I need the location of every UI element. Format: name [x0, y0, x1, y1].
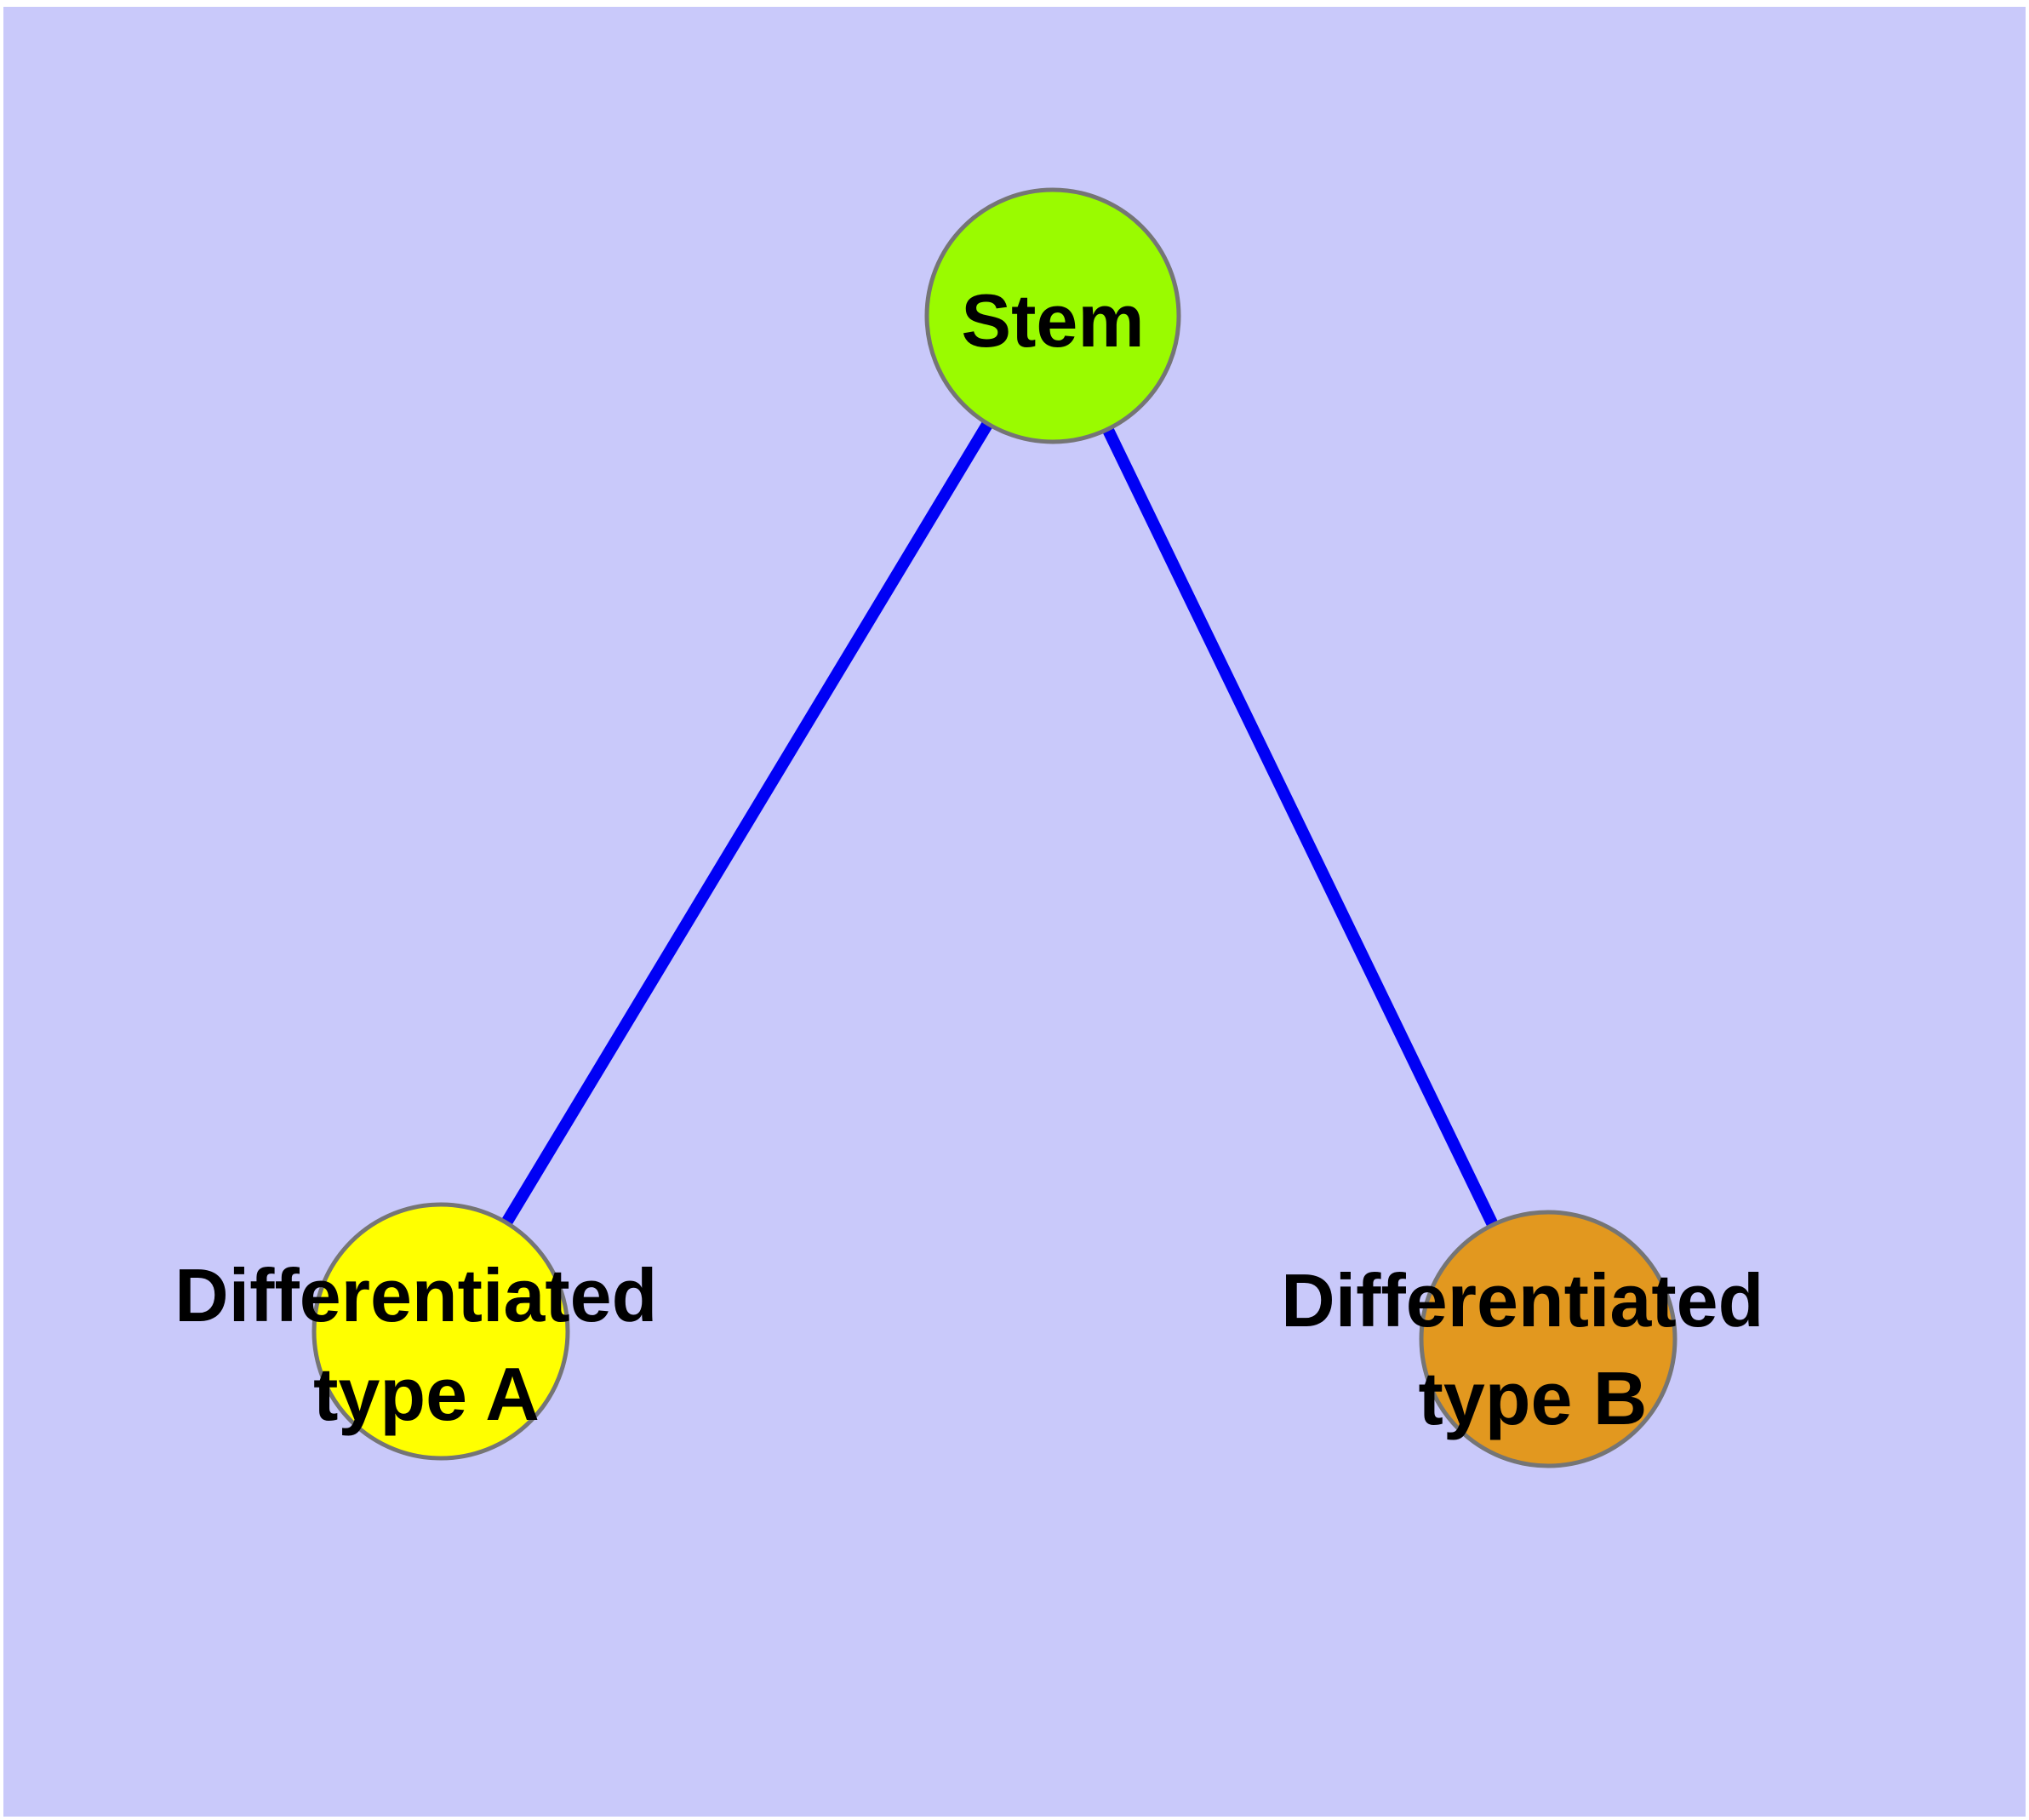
- node-differentiated-type-b-label-line2: type B: [1419, 1356, 1648, 1440]
- node-differentiated-type-b[interactable]: [1419, 1210, 1677, 1468]
- node-stem[interactable]: [924, 187, 1181, 444]
- node-differentiated-type-a-label-line1: Differentiated: [174, 1253, 657, 1337]
- node-differentiated-type-a-label: Differentiated type A: [174, 1253, 678, 1436]
- node-differentiated-type-b-label-line1: Differentiated: [1281, 1258, 1763, 1342]
- edge-stem-to-type-b: [1047, 312, 1554, 1342]
- node-differentiated-type-a-label-line2: type A: [313, 1352, 540, 1436]
- node-stem-label: Stem: [961, 278, 1144, 363]
- node-differentiated-type-b-label: Differentiated type B: [1281, 1258, 1785, 1440]
- node-differentiated-type-a[interactable]: [311, 1202, 570, 1461]
- edge-stem-to-type-a: [436, 312, 1058, 1335]
